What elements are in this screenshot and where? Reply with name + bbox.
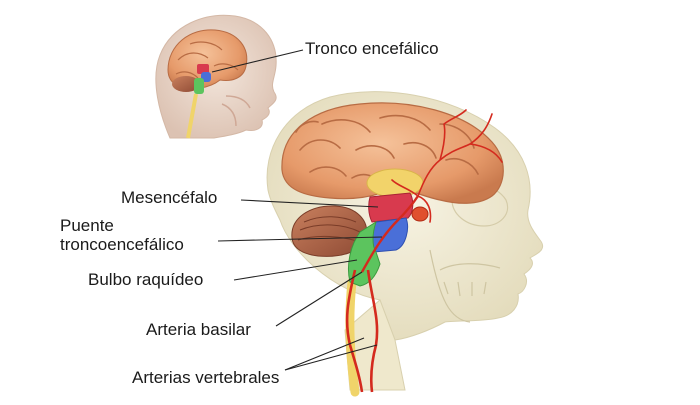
inset-face-airway [221, 95, 251, 127]
leader-basilar [275, 271, 363, 327]
cerebral-artery-branches [391, 109, 503, 223]
label-vertebral-arteries: Arterias vertebrales [132, 368, 280, 387]
spinal-cord [345, 277, 360, 397]
label-brainstem: Tronco encefálico [305, 39, 439, 58]
artery-bulb [411, 206, 429, 222]
label-pons: Puente troncoencefálico [60, 216, 184, 254]
vertebral-artery-left [345, 269, 364, 393]
skull-jaw-teeth [429, 249, 501, 323]
label-basilar-artery: Arteria basilar [146, 320, 251, 339]
label-midbrain: Mesencéfalo [121, 188, 218, 207]
leader-vertebral-1 [284, 337, 365, 371]
inset-medulla [194, 78, 204, 94]
leader-medulla [233, 259, 358, 281]
cerebrum [281, 102, 504, 204]
label-medulla: Bulbo raquídeo [88, 270, 204, 289]
leader-pons [217, 236, 383, 242]
inset-cerebellum [172, 76, 200, 92]
basilar-artery [360, 195, 419, 273]
leader-lines [211, 49, 383, 371]
inset-midbrain [197, 64, 209, 74]
inset-spinal-cord [186, 93, 198, 139]
leader-brainstem [211, 49, 304, 73]
inset-brain-folds [175, 41, 239, 79]
leader-vertebral-2 [284, 344, 378, 371]
leader-midbrain [240, 199, 379, 208]
cerebrum-gyri [295, 114, 479, 185]
inset-head [155, 14, 277, 139]
large-head [266, 91, 544, 397]
